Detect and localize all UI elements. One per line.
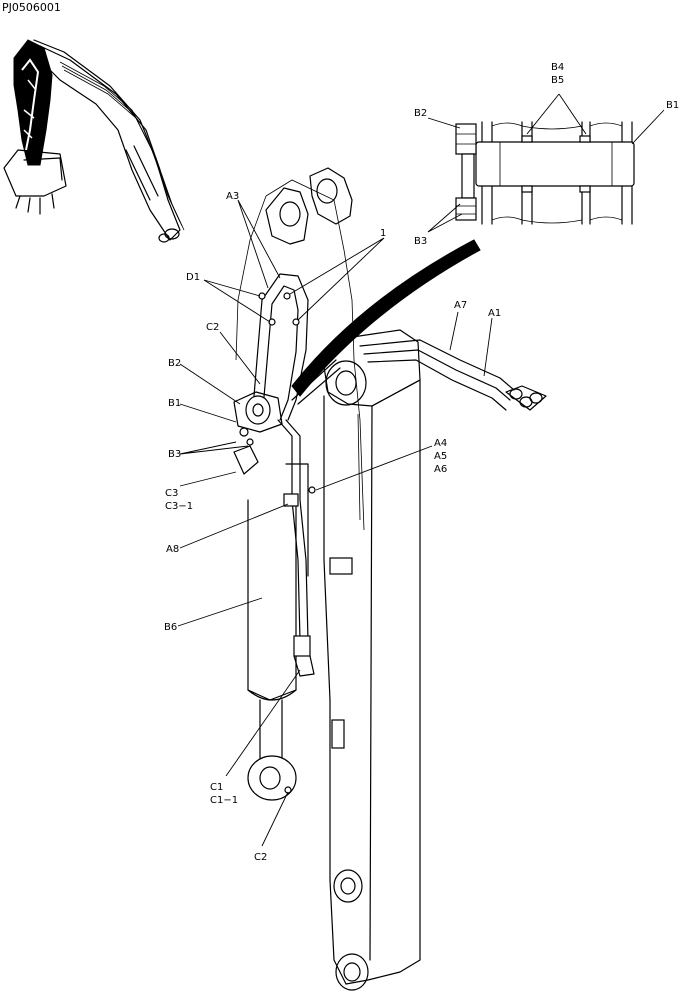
label-a3: A3 [226,191,239,202]
label-d1: D1 [186,272,200,283]
label-b1-detail: B1 [666,100,679,111]
label-c2-bottom: C2 [254,852,267,863]
label-b3-detail: B3 [414,236,427,247]
reference-code: PJ0506001 [2,1,61,14]
boom-assembly [235,167,421,991]
hose-lines-a1-a7 [359,339,547,411]
label-c3: C3 [165,488,178,499]
label-a5: A5 [434,451,447,462]
label-b2: B2 [168,358,181,369]
pin-detail-view [427,93,665,233]
label-1: 1 [380,228,386,239]
boom-cylinder [233,391,316,801]
label-a4: A4 [434,438,447,449]
label-b5: B5 [551,75,564,86]
label-c2-top: C2 [206,322,219,333]
label-b3: B3 [168,449,181,460]
main-hose [291,239,481,397]
label-a6: A6 [434,464,447,475]
label-c1: C1 [210,782,223,793]
leader-lines [177,199,493,847]
label-c3-1: C3−1 [165,501,193,512]
label-a8: A8 [166,544,179,555]
label-b1: B1 [168,398,181,409]
excavator-overview-thumbnail [3,39,185,243]
label-b2-detail: B2 [414,108,427,119]
label-a7: A7 [454,300,467,311]
label-a1: A1 [488,308,501,319]
label-b6: B6 [164,622,177,633]
label-c1-1: C1−1 [210,795,238,806]
label-b4: B4 [551,62,564,73]
